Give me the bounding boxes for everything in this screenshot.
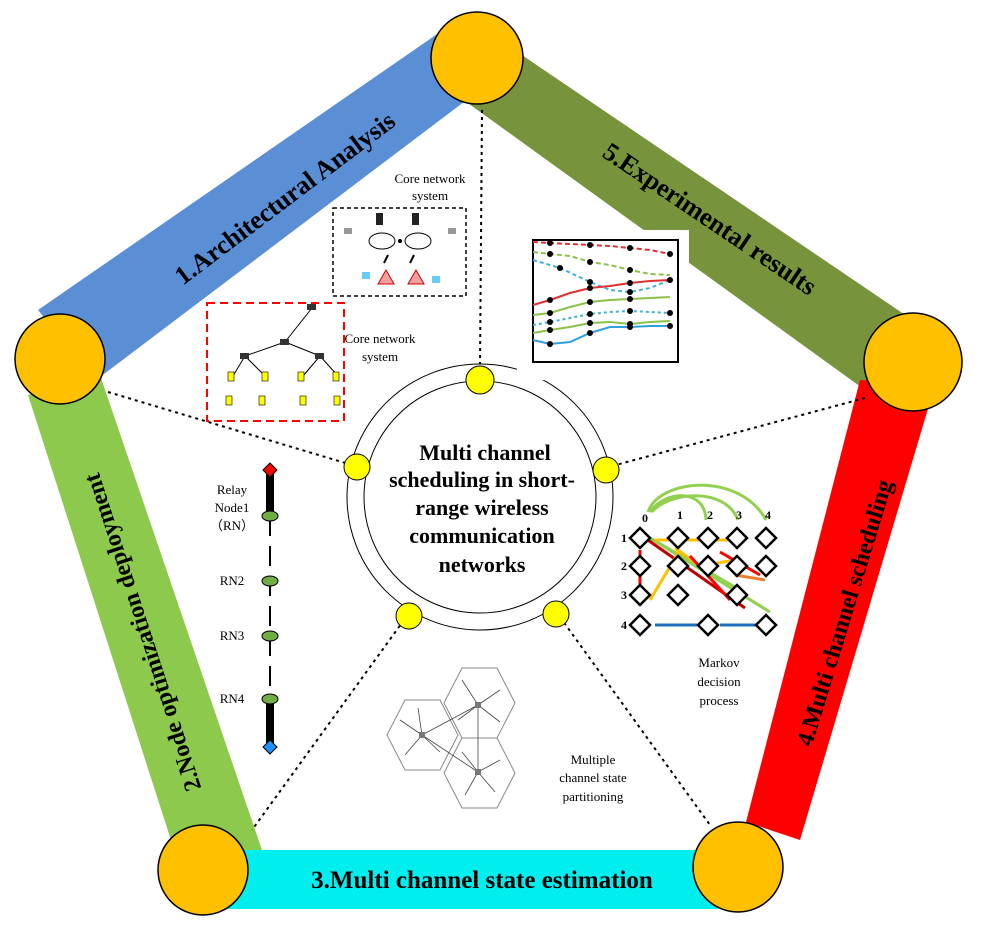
relay-rn3-label: RN3: [220, 628, 245, 643]
markov-row-2: 2: [621, 559, 627, 573]
center-title-line-4: communication: [409, 523, 554, 548]
edge-label-state-estimation: 3.Multi channel state estimation: [311, 867, 653, 894]
relay-label-2: Node1: [215, 500, 250, 515]
markov-col-3: 3: [736, 508, 742, 522]
markov-label-3: process: [700, 693, 739, 708]
ring-node-top: [465, 365, 495, 395]
core-top-label-2: system: [412, 188, 448, 203]
relay-label-3: （RN）: [210, 518, 254, 533]
partition-label-3: partitioning: [563, 789, 624, 804]
center-title: Multi channel scheduling in short- range…: [389, 440, 575, 577]
vertex-bottom-left: [157, 824, 249, 916]
edge-band-experimental-results: [436, 30, 920, 395]
core-top-label-1: Core network: [394, 171, 466, 186]
relay-label-1: Relay: [217, 482, 248, 497]
markov-row-1: 1: [621, 531, 627, 545]
vertex-left: [14, 313, 106, 405]
center-title-line-3: range wireless: [415, 495, 549, 520]
partition-label-2: channel state: [559, 770, 627, 785]
center-title-line-2: scheduling in short-: [389, 467, 575, 492]
edge-band-multi-channel-scheduling: [746, 380, 935, 840]
center-connectors: [107, 109, 866, 831]
markov-col-0: 0: [642, 511, 648, 525]
edge-band-node-optimization: [28, 375, 262, 862]
vertex-bottom-right: [692, 821, 784, 913]
markov-col-1: 1: [677, 508, 683, 522]
markov-row-4: 4: [621, 618, 627, 632]
markov-row-3: 3: [621, 588, 627, 602]
ring-node-right: [592, 456, 620, 484]
vertex-top: [430, 11, 524, 105]
edge-band-architectural-analysis: [38, 30, 493, 380]
markov-col-2: 2: [707, 508, 713, 522]
core-side-label-2: system: [362, 349, 398, 364]
relay-rn2-label: RN2: [220, 573, 245, 588]
channel-partition-hexagons: [386, 667, 516, 809]
markov-label-2: decision: [697, 674, 741, 689]
ring-node-bottom-left: [395, 602, 423, 630]
center-title-line-1: Multi channel: [419, 440, 550, 465]
center-title-line-5: networks: [439, 552, 526, 577]
markov-label-1: Markov: [698, 655, 740, 670]
core-side-label-1: Core network: [344, 331, 416, 346]
markov-grid: 0 1 2 3 4 1 2 3 4: [621, 483, 778, 637]
core-network-top-panel: [332, 207, 467, 297]
experimental-results-chart: [517, 230, 689, 380]
markov-col-4: 4: [765, 508, 771, 522]
edge-band-state-estimation: [208, 850, 742, 909]
ring-node-bottom-right: [542, 600, 570, 628]
vertex-right: [863, 312, 963, 412]
relay-rn4-label: RN4: [220, 691, 245, 706]
partition-label-1: Multiple: [571, 752, 616, 767]
ring-node-left: [343, 453, 371, 481]
core-network-tree-panel: [206, 302, 345, 422]
relay-node-chain: [261, 462, 279, 755]
